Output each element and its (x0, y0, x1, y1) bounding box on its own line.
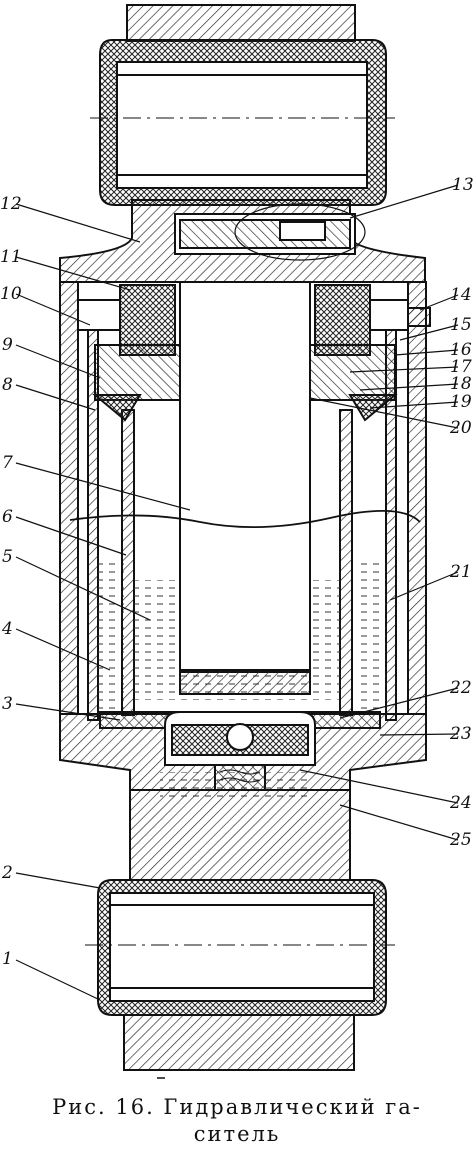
callout-22: 22 (449, 678, 472, 698)
callout-25: 25 (449, 830, 472, 850)
callout-23: 23 (449, 724, 472, 744)
lower-neck (129, 789, 351, 881)
callout-24: 24 (449, 793, 472, 813)
top-eye (90, 4, 395, 206)
callout-16: 16 (450, 340, 472, 360)
callout-14: 14 (450, 285, 472, 305)
callout-9: 9 (2, 335, 13, 355)
callout-3: 3 (2, 694, 13, 714)
figure-caption-line1: Рис. 16. Гидравлический га- (52, 1095, 422, 1119)
leader-lines (15, 184, 459, 1001)
upper-head (59, 199, 426, 283)
rod (179, 281, 311, 695)
callout-5: 5 (2, 547, 13, 567)
callout-19: 19 (450, 392, 472, 412)
callout-11: 11 (0, 247, 22, 267)
callout-12: 12 (0, 194, 22, 214)
rod-guide (77, 284, 431, 422)
callout-17: 17 (450, 357, 472, 377)
valve-assembly (59, 711, 427, 798)
callout-8: 8 (2, 375, 13, 395)
callout-21: 21 (449, 562, 472, 582)
callout-6: 6 (2, 507, 13, 527)
callout-2: 2 (1, 863, 13, 883)
callout-4: 4 (1, 619, 13, 639)
callout-18: 18 (450, 374, 472, 394)
callout-labels: 1 2 3 4 5 6 7 8 9 10 11 12 13 14 15 16 1… (0, 175, 474, 969)
callout-1: 1 (2, 949, 13, 969)
outer-casing (59, 281, 427, 715)
bottom-eye (85, 879, 395, 1071)
figure-caption-line2: ситель (193, 1122, 281, 1146)
callout-7: 7 (2, 453, 13, 473)
callout-13: 13 (452, 175, 474, 195)
callout-15: 15 (450, 315, 472, 335)
reservoir (87, 299, 397, 721)
callout-10: 10 (0, 284, 22, 304)
callout-20: 20 (449, 418, 472, 438)
break-line (69, 510, 421, 529)
